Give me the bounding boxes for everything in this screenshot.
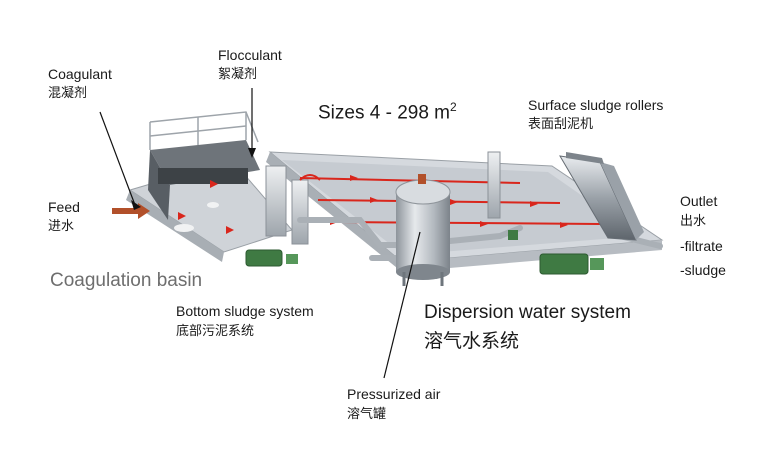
pressurized-air-tank xyxy=(395,174,451,286)
coagulation-basin xyxy=(126,111,293,262)
coagulant-label-zh: 混凝剂 xyxy=(48,86,88,101)
outlet-sludge-label: -sludge xyxy=(680,262,726,278)
feed-label: Feed xyxy=(48,199,80,215)
dispersion-label: Dispersion water system xyxy=(424,302,631,323)
dispersion-label-zh: 溶气水系统 xyxy=(424,330,520,352)
pressurized-air-label: Pressurized air xyxy=(347,386,441,402)
bottom-sludge-pump xyxy=(245,249,298,267)
sizes-label: Sizes 4 - 298 m2 xyxy=(318,100,457,125)
flocculant-label: Flocculant xyxy=(218,47,282,63)
pressurized-air-label-zh: 溶气罐 xyxy=(347,407,387,422)
flocculant-pointer xyxy=(248,148,256,158)
outlet-filtrate-label: -filtrate xyxy=(680,238,723,254)
vertical-pipe xyxy=(487,151,501,219)
dispersion-pump xyxy=(539,253,604,275)
flocculation-reactor xyxy=(265,165,321,245)
surface-rollers-label-zh: 表面刮泥机 xyxy=(528,117,594,132)
surface-rollers-label: Surface sludge rollers xyxy=(528,97,664,113)
sizes-text: Sizes 4 - 298 m xyxy=(318,102,450,124)
leader-lines xyxy=(99,88,421,379)
bottom-sludge-label-zh: 底部污泥系统 xyxy=(176,324,255,339)
sizes-superscript: 2 xyxy=(450,100,457,114)
flotation-basin xyxy=(266,151,664,272)
coagulant-pointer xyxy=(131,200,141,210)
bottom-sludge-label: Bottom sludge system xyxy=(176,303,314,319)
feed-label-zh: 进水 xyxy=(48,219,75,234)
coagulation-basin-label: Coagulation basin xyxy=(50,270,203,291)
coagulant-label: Coagulant xyxy=(48,66,112,82)
outlet-label-zh: 出水 xyxy=(680,214,707,229)
pump-valve xyxy=(508,230,518,240)
surface-sludge-rollers xyxy=(559,152,644,241)
flocculant-label-zh: 絮凝剂 xyxy=(218,67,258,82)
outlet-label: Outlet xyxy=(680,193,718,209)
